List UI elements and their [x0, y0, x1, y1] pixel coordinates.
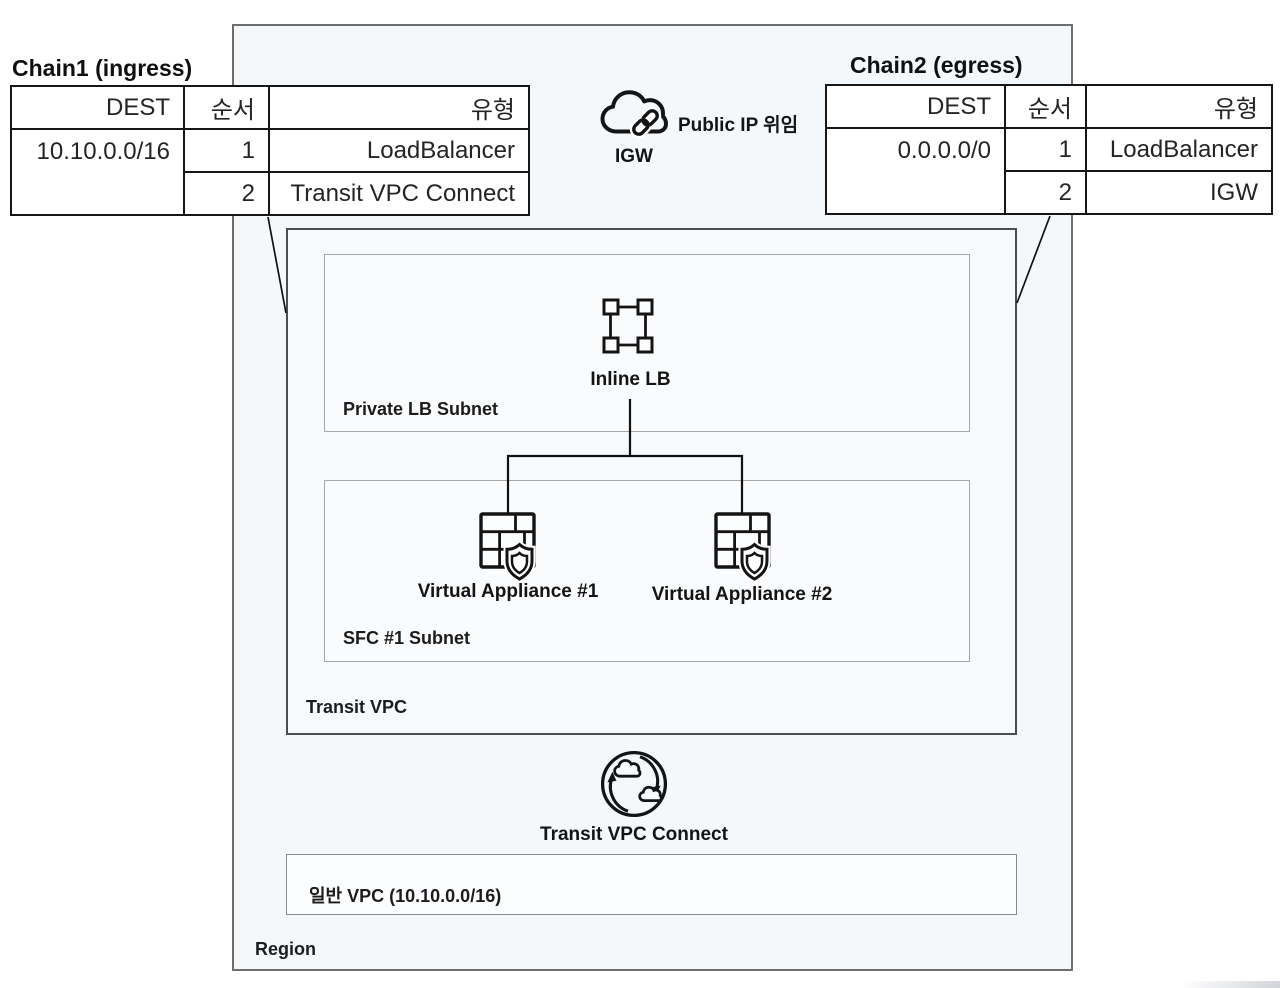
sfc-subnet-box: SFC #1 Subnet: [324, 480, 970, 662]
virtual-appliance-1-caption: Virtual Appliance #1: [417, 581, 599, 602]
chain2-dest-cell: 0.0.0.0/0: [825, 127, 1006, 215]
general-vpc-box: 일반 VPC (10.10.0.0/16): [286, 854, 1017, 915]
inline-lb-caption: Inline LB: [590, 369, 671, 390]
cloud-sync-circle-icon: [600, 750, 668, 818]
chain2-row2-type: IGW: [1085, 170, 1273, 215]
chain2-title: Chain2 (egress): [850, 52, 1023, 78]
chain1-table: DEST 순서 유형 10.10.0.0/16 1 LoadBalancer 2…: [10, 85, 530, 216]
transit-vpc-connect-caption: Transit VPC Connect: [540, 824, 728, 845]
sfc-subnet-label: SFC #1 Subnet: [343, 628, 471, 648]
general-vpc-label: 일반 VPC (10.10.0.0/16): [309, 886, 502, 906]
chain1-row1-order: 1: [183, 128, 270, 173]
region-label: Region: [255, 939, 316, 959]
chain1-title: Chain1 (ingress): [12, 55, 193, 81]
chain1-row1-type: LoadBalancer: [268, 128, 530, 173]
public-ip-annotation: Public IP 위임: [678, 115, 799, 136]
chain2-header-type: 유형: [1085, 84, 1273, 129]
chain2-row-1: 0.0.0.0/0 1 LoadBalancer: [825, 127, 1273, 215]
virtual-appliance-2-caption: Virtual Appliance #2: [651, 584, 833, 605]
chain2-header-dest: DEST: [825, 84, 1006, 129]
load-balancer-nodes-icon: [602, 298, 654, 354]
chain2-row-2: 2 IGW: [826, 170, 1273, 215]
chain2-row1-order: 1: [1004, 127, 1087, 172]
chain2-header-row: DEST 순서 유형: [825, 84, 1273, 129]
chain1-header-dest: DEST: [10, 85, 185, 130]
transit-vpc-label: Transit VPC: [306, 697, 408, 717]
chain1-row2-order: 2: [183, 171, 270, 216]
chain2-row1-type: LoadBalancer: [1085, 127, 1273, 172]
chain1-row2-type: Transit VPC Connect: [268, 171, 530, 216]
chain2-table: DEST 순서 유형 0.0.0.0/0 1 LoadBalancer 2 IG…: [825, 84, 1273, 215]
firewall-shield-icon: [714, 512, 771, 583]
chain1-header-type: 유형: [268, 85, 530, 130]
chain2-header-order: 순서: [1004, 84, 1087, 129]
chain2-row2-order: 2: [1004, 170, 1087, 215]
screen-edge-artifact: [1185, 981, 1280, 988]
firewall-shield-icon: [479, 512, 536, 583]
igw-caption: IGW: [615, 146, 653, 167]
internet-gateway-cloud-link-icon: [600, 90, 668, 139]
private-lb-subnet-label: Private LB Subnet: [343, 399, 499, 419]
chain1-header-order: 순서: [183, 85, 270, 130]
chain1-header-row: DEST 순서 유형: [10, 85, 530, 130]
chain1-dest-cell: 10.10.0.0/16: [10, 128, 185, 216]
chain1-row-2: 2 Transit VPC Connect: [11, 171, 530, 216]
chain1-row-1: 10.10.0.0/16 1 LoadBalancer: [10, 128, 530, 216]
